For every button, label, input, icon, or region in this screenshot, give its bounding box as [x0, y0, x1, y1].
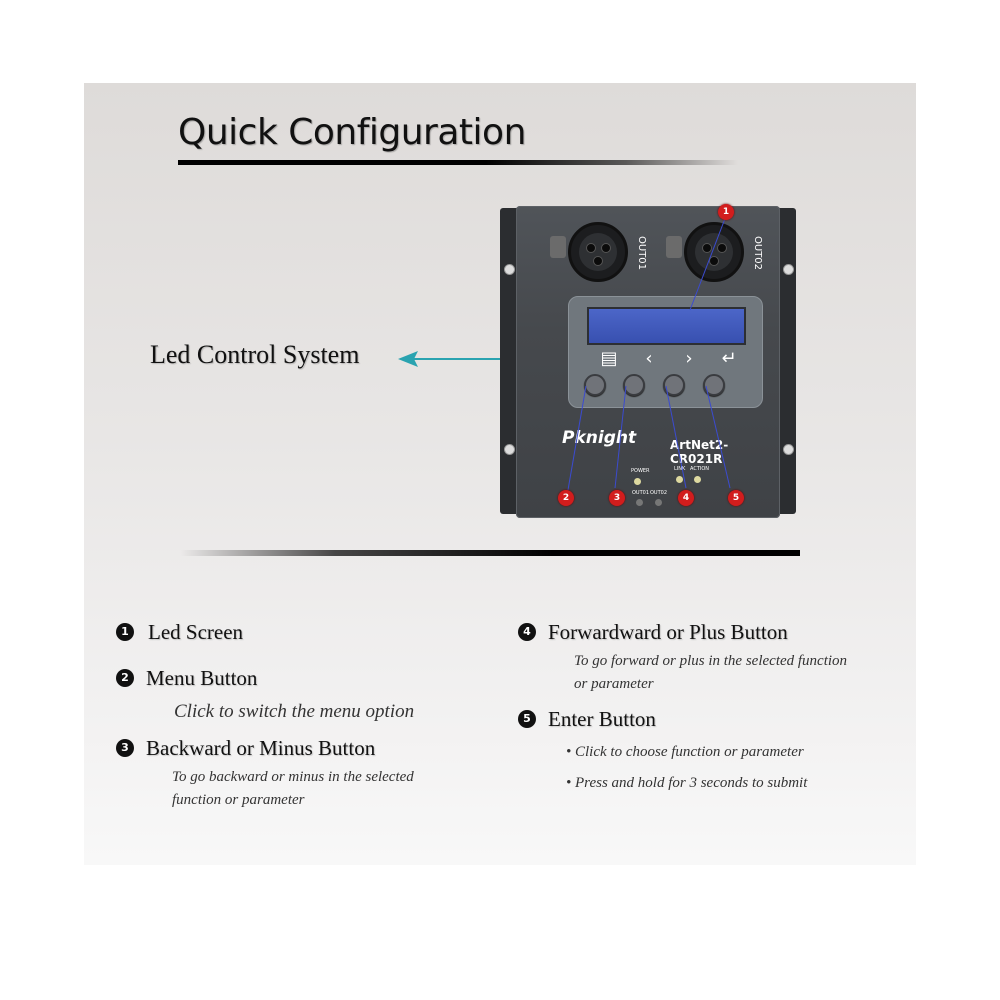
device-image: OUT01 OUT02 ▤ ‹ › ↵ Pknight ArtNet2-CR02… — [500, 204, 796, 518]
item-5-heading: 5 Enter Button — [518, 707, 656, 732]
item-1-title: Led Screen — [148, 620, 244, 644]
action-led — [694, 476, 701, 483]
forward-button — [663, 374, 685, 396]
item-3-desc: To go backward or minus in the selected … — [172, 766, 414, 812]
link-led — [676, 476, 683, 483]
item-4-line-2: or parameter — [574, 676, 654, 692]
item-4-line-1: To go forward or plus in the selected fu… — [574, 653, 848, 669]
number-badge-3: 3 — [116, 739, 134, 758]
power-led — [634, 478, 641, 485]
badge-4: 4 — [678, 490, 694, 506]
callout-label: Led Control System — [150, 340, 360, 369]
chevron-right-icon: › — [685, 348, 693, 369]
badge-5: 5 — [728, 490, 744, 506]
section-divider — [180, 550, 800, 556]
item-5-title: Enter Button — [548, 707, 656, 731]
item-3-heading: 3 Backward or Minus Button — [116, 736, 375, 761]
item-3-line-2: function or parameter — [172, 792, 305, 808]
item-5-line-1: • Click to choose function or parameter — [566, 744, 804, 760]
device-body: OUT01 OUT02 ▤ ‹ › ↵ Pknight ArtNet2-CR02… — [516, 206, 780, 518]
xlr-port-out02 — [684, 222, 744, 282]
item-2-line-1: Click to switch the menu option — [174, 701, 415, 722]
out01-led — [636, 499, 643, 506]
menu-button — [584, 374, 606, 396]
item-3-title: Backward or Minus Button — [146, 736, 376, 760]
item-2-title: Menu Button — [146, 666, 258, 690]
mount-hole — [783, 264, 794, 275]
badge-2: 2 — [558, 490, 574, 506]
item-4-title: Forwardward or Plus Button — [548, 620, 788, 644]
model-label: ArtNet2-CR021R — [670, 438, 729, 466]
item-5-desc: • Click to choose function or parameter … — [566, 737, 807, 799]
led-screen — [587, 307, 746, 345]
mount-hole — [504, 444, 515, 455]
out02-label: OUT02 — [650, 490, 668, 496]
number-badge-5: 5 — [518, 710, 536, 729]
mount-hole — [783, 444, 794, 455]
item-2-desc: Click to switch the menu option — [174, 700, 414, 723]
power-label: POWER — [631, 468, 650, 474]
enter-button — [703, 374, 725, 396]
backward-button — [623, 374, 645, 396]
number-badge-1: 1 — [116, 623, 134, 642]
action-label: ACTION — [690, 466, 710, 472]
out01-label: OUT01 — [632, 490, 650, 496]
item-4-desc: To go forward or plus in the selected fu… — [574, 650, 847, 696]
chevron-left-icon: ‹ — [645, 348, 653, 369]
item-3-line-1: To go backward or minus in the selected — [172, 769, 414, 785]
item-5-line-2: • Press and hold for 3 seconds to submit — [566, 775, 808, 791]
xlr-port-out01 — [568, 222, 628, 282]
enter-icon: ↵ — [721, 348, 737, 369]
brand-logo: Pknight — [562, 428, 637, 448]
page-title: Quick Configuration — [178, 112, 526, 153]
menu-icon: ▤ — [600, 348, 618, 369]
badge-3: 3 — [609, 490, 625, 506]
title-divider — [178, 160, 738, 165]
link-label: LINK — [674, 466, 686, 472]
number-badge-4: 4 — [518, 623, 536, 642]
leader-lines — [567, 215, 731, 491]
mount-hole — [504, 264, 515, 275]
number-badge-2: 2 — [116, 669, 134, 688]
xlr-latch — [666, 236, 682, 258]
item-2-heading: 2 Menu Button — [116, 666, 257, 691]
item-1-heading: 1 Led Screen — [116, 620, 243, 645]
badge-1: 1 — [718, 204, 734, 220]
xlr-latch — [550, 236, 566, 258]
item-4-heading: 4 Forwardward or Plus Button — [518, 620, 788, 645]
out02-led — [655, 499, 662, 506]
